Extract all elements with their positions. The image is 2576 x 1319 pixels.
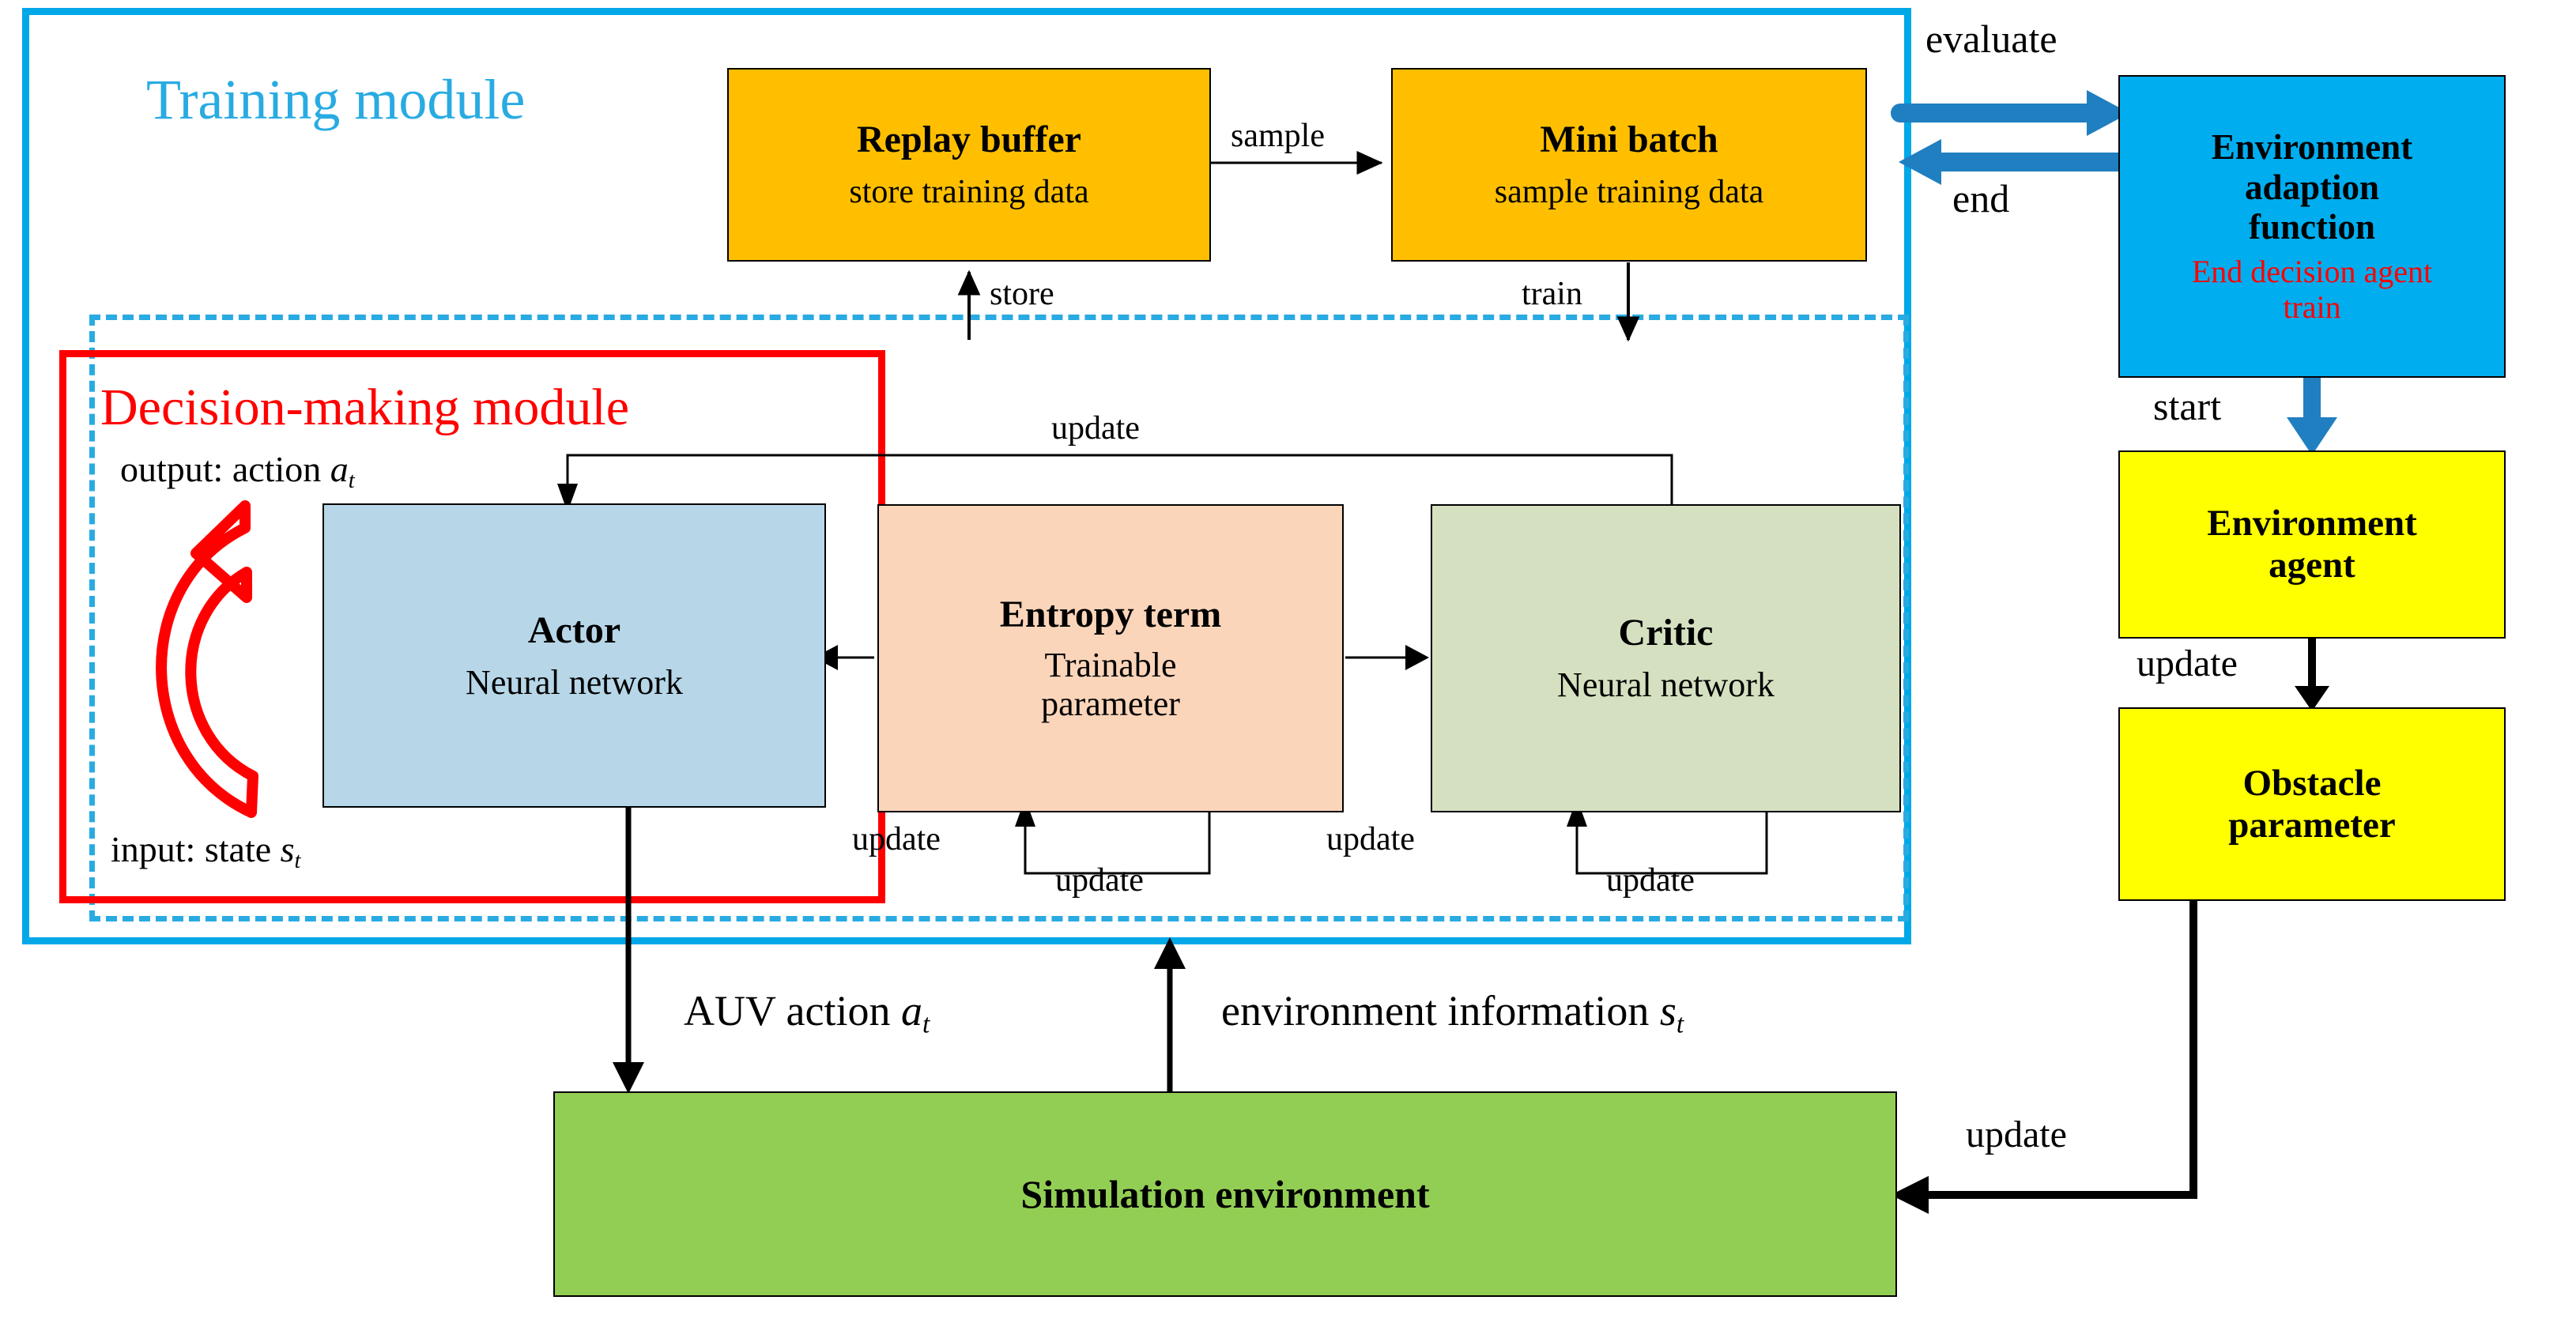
decision-making-module-title: Decision-making module xyxy=(100,379,630,436)
edge-label-sample: sample xyxy=(1231,118,1325,154)
arrow-start xyxy=(2287,378,2337,455)
edge-label-train: train xyxy=(1522,276,1582,312)
env-agent-title-line1: Environment xyxy=(2207,503,2417,545)
edge-label-update-critic-self: update xyxy=(1606,862,1695,899)
edge-label-end: end xyxy=(1952,176,2010,220)
environment-agent-box[interactable]: Environment agent xyxy=(2118,450,2506,639)
entropy-subtitle-line2: parameter xyxy=(1041,684,1180,723)
env-info-symbol: s xyxy=(1659,987,1676,1034)
env-adaption-title-line2: adaption xyxy=(2244,167,2380,207)
edge-label-update-critic-left: update xyxy=(1326,821,1415,857)
replay-buffer-title: Replay buffer xyxy=(857,119,1081,161)
simulation-environment-box[interactable]: Simulation environment xyxy=(553,1091,1897,1297)
arrow-end xyxy=(1899,139,2136,185)
actor-title: Actor xyxy=(527,609,621,651)
edge-label-update-env-agent: update xyxy=(2137,643,2238,684)
mini-batch-box[interactable]: Mini batch sample training data xyxy=(1391,68,1867,262)
auv-action-subscript: t xyxy=(922,1009,930,1039)
arrow-update-obstacle-to-simulation xyxy=(1891,901,2197,1214)
simulation-title: Simulation environment xyxy=(1020,1172,1430,1216)
replay-buffer-box[interactable]: Replay buffer store training data xyxy=(727,68,1211,262)
critic-box[interactable]: Critic Neural network xyxy=(1431,504,1901,812)
annotation-environment-information: environment information st xyxy=(1221,986,1684,1039)
input-state-subscript: t xyxy=(294,848,301,873)
edge-label-update-obstacle: update xyxy=(1966,1114,2067,1155)
critic-subtitle: Neural network xyxy=(1557,665,1775,705)
critic-title: Critic xyxy=(1618,612,1714,654)
arrow-simulation-to-training xyxy=(1154,937,1186,1094)
output-action-symbol: a xyxy=(330,449,349,489)
output-action-prefix: output: action xyxy=(120,449,330,489)
obstacle-param-title-line1: Obstacle xyxy=(2242,762,2382,804)
env-adaption-title-line3: function xyxy=(2248,206,2376,247)
env-adaption-note-line2: train xyxy=(2283,289,2341,326)
annotation-input-state: input: state st xyxy=(111,828,300,874)
edge-label-start: start xyxy=(2153,384,2222,428)
training-module-title: Training module xyxy=(146,68,526,131)
annotation-output-action: output: action at xyxy=(120,448,355,494)
entropy-subtitle-line1: Trainable xyxy=(1044,645,1177,684)
env-adaption-note-line1: End decision agent xyxy=(2191,254,2433,290)
edge-label-update-entropy-left: update xyxy=(852,821,941,857)
edge-label-update-entropy-self: update xyxy=(1055,862,1144,899)
annotation-auv-action: AUV action at xyxy=(684,986,930,1039)
env-info-prefix: environment information xyxy=(1221,987,1660,1034)
mini-batch-title: Mini batch xyxy=(1540,119,1718,161)
edge-label-evaluate: evaluate xyxy=(1925,17,2057,61)
edge-label-update-critic-to-actor: update xyxy=(1051,410,1140,447)
actor-box[interactable]: Actor Neural network xyxy=(322,503,826,808)
entropy-term-box[interactable]: Entropy term Trainable parameter xyxy=(877,504,1344,812)
edge-label-store: store xyxy=(990,276,1054,312)
auv-action-prefix: AUV action xyxy=(684,987,901,1034)
env-agent-title-line2: agent xyxy=(2269,545,2355,586)
mini-batch-subtitle: sample training data xyxy=(1494,173,1764,210)
env-adaption-title-line1: Environment xyxy=(2211,127,2413,168)
entropy-title: Entropy term xyxy=(999,593,1222,635)
actor-subtitle: Neural network xyxy=(466,662,683,702)
output-action-subscript: t xyxy=(348,468,355,493)
auv-action-symbol: a xyxy=(900,987,922,1034)
env-info-subscript: t xyxy=(1676,1009,1684,1039)
input-state-symbol: s xyxy=(280,829,295,869)
sac-agent-dashed-frame xyxy=(89,315,1909,921)
arrow-update-env-agent-to-obstacle xyxy=(2295,639,2329,711)
arrow-evaluate xyxy=(1891,90,2129,136)
input-state-prefix: input: state xyxy=(111,829,281,869)
obstacle-parameter-box[interactable]: Obstacle parameter xyxy=(2118,707,2506,901)
replay-buffer-subtitle: store training data xyxy=(849,173,1089,210)
environment-adaption-function-box[interactable]: Environment adaption function End decisi… xyxy=(2118,75,2506,378)
obstacle-param-title-line2: parameter xyxy=(2228,804,2396,846)
